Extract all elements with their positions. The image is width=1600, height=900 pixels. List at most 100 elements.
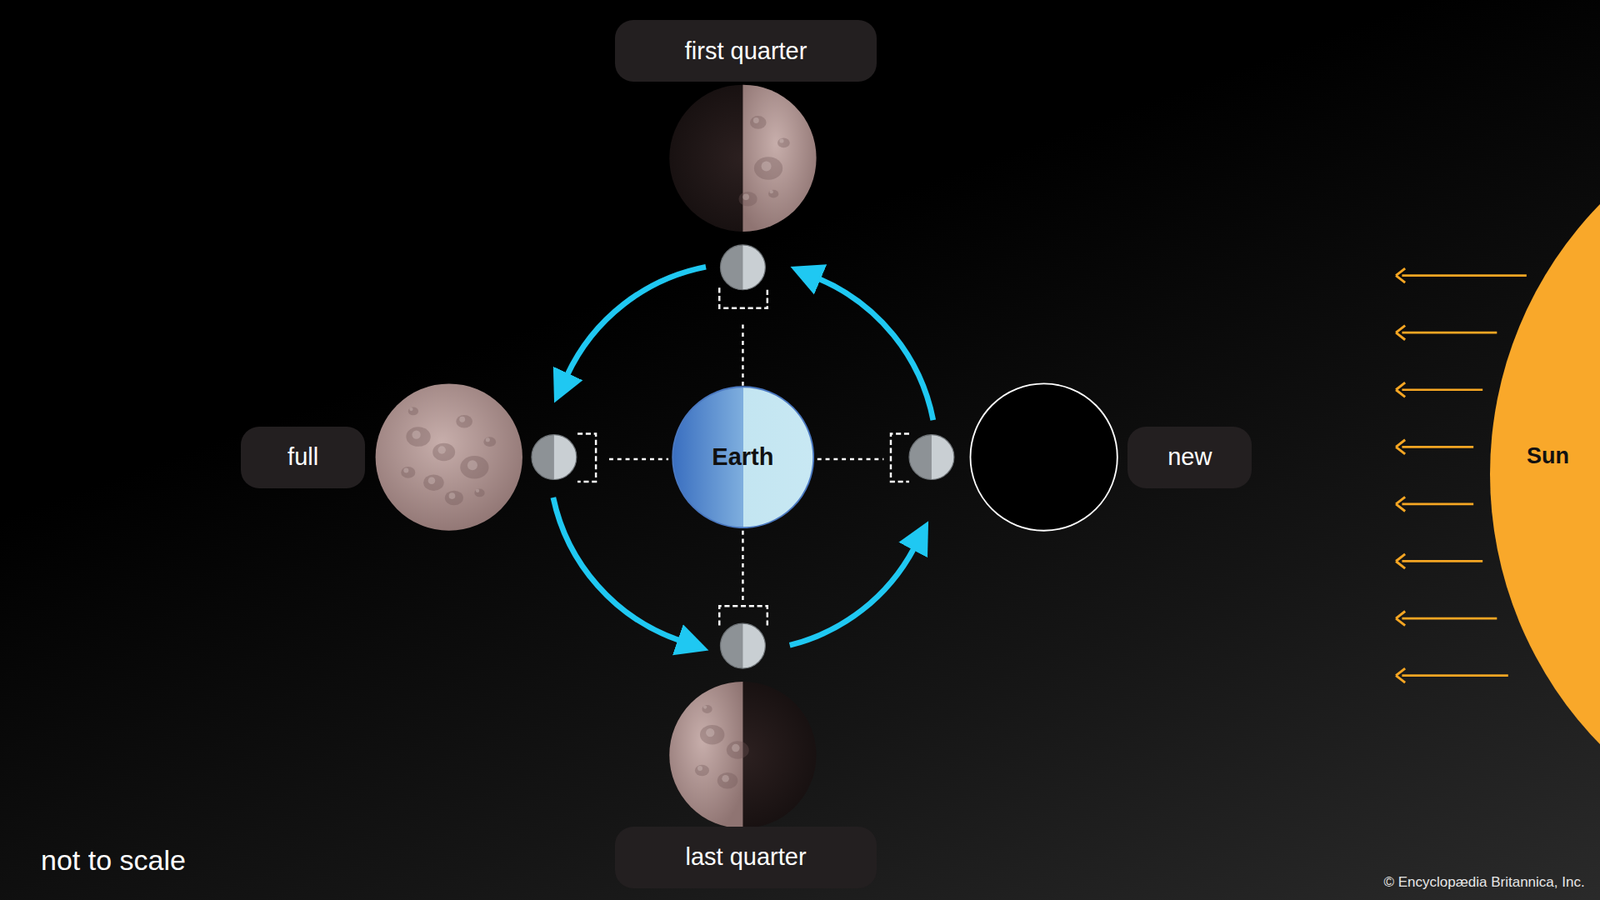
orbit-arrows bbox=[553, 266, 934, 645]
crater-highlight bbox=[467, 460, 478, 470]
first-quarter-lit bbox=[742, 85, 816, 232]
crater-highlight bbox=[705, 728, 715, 737]
sun-ray-head bbox=[1395, 610, 1405, 625]
phase-name: last quarter bbox=[685, 843, 807, 871]
crater-highlight bbox=[403, 467, 409, 473]
crater-highlight bbox=[731, 744, 740, 752]
crater-highlight bbox=[753, 117, 760, 124]
crater-highlight bbox=[411, 430, 420, 439]
crater-highlight bbox=[475, 489, 480, 493]
earth-label: Earth bbox=[711, 443, 774, 471]
small-moon-rim bbox=[531, 435, 577, 480]
new-moon bbox=[970, 383, 1117, 530]
crater-highlight bbox=[742, 193, 750, 200]
sun-ray bbox=[1401, 503, 1474, 506]
sun-body bbox=[1490, 87, 1600, 861]
small-moon-lit bbox=[742, 623, 765, 669]
phase-label: new bbox=[1127, 426, 1252, 489]
small-moon-lit bbox=[554, 435, 577, 480]
crater bbox=[423, 474, 444, 491]
phase-name: new bbox=[1167, 443, 1212, 471]
dotted-line bbox=[817, 458, 885, 460]
moon-pictures bbox=[375, 85, 1118, 830]
crater-highlight bbox=[485, 437, 490, 442]
small-moon-lit bbox=[931, 435, 955, 480]
copyright-note: © Encyclopædia Britannica, Inc. bbox=[1383, 874, 1585, 891]
sun-ray bbox=[1401, 560, 1483, 563]
crater bbox=[754, 156, 783, 180]
crater bbox=[474, 489, 485, 498]
crater bbox=[777, 138, 790, 149]
orbit-arrow bbox=[790, 548, 915, 646]
crater-highlight bbox=[459, 416, 465, 423]
crater bbox=[483, 436, 496, 447]
crater-highlight bbox=[721, 775, 730, 783]
small-moon-dark bbox=[720, 245, 765, 290]
small-moon-rim bbox=[720, 623, 765, 669]
small-moon-lit bbox=[742, 245, 765, 290]
phase-label: first quarter bbox=[615, 20, 878, 82]
small-moon-dark bbox=[909, 435, 955, 480]
orbit-arrow bbox=[818, 278, 933, 420]
crater bbox=[717, 772, 738, 790]
sun-ray bbox=[1401, 274, 1526, 277]
dashed-bracket bbox=[890, 433, 910, 482]
crater bbox=[432, 443, 455, 462]
orbit-arrow bbox=[553, 497, 680, 641]
crater bbox=[695, 765, 710, 777]
crater bbox=[701, 705, 712, 714]
sun-label: Sun bbox=[1526, 443, 1570, 470]
crater bbox=[405, 426, 430, 447]
guide-lines bbox=[577, 287, 910, 625]
crater-highlight bbox=[428, 476, 436, 485]
crater bbox=[768, 190, 779, 199]
crater bbox=[700, 725, 725, 745]
small-moon-rim bbox=[720, 245, 765, 290]
scale-note: not to scale bbox=[40, 844, 186, 877]
crater-highlight bbox=[703, 705, 707, 709]
crater-highlight bbox=[770, 190, 774, 194]
dashed-bracket bbox=[719, 287, 768, 308]
dotted-line bbox=[741, 530, 744, 605]
phase-label: last quarter bbox=[615, 826, 878, 889]
sun-ray bbox=[1401, 445, 1474, 449]
small-moon-dark bbox=[720, 623, 765, 669]
dotted-line bbox=[741, 324, 744, 385]
last-quarter-dark bbox=[669, 681, 816, 829]
crater bbox=[445, 490, 464, 506]
crater bbox=[455, 415, 473, 429]
crater-highlight bbox=[449, 492, 456, 500]
full-moon bbox=[375, 383, 523, 530]
earth-disc bbox=[672, 386, 814, 528]
crater-highlight bbox=[697, 765, 703, 771]
sun-ray-head bbox=[1395, 268, 1405, 283]
small-moon-dark bbox=[531, 435, 577, 480]
sun-ray bbox=[1401, 388, 1483, 391]
phase-label: full bbox=[240, 426, 365, 489]
crater bbox=[400, 466, 415, 479]
crater-highlight bbox=[437, 445, 445, 454]
sun-ray bbox=[1401, 331, 1497, 335]
small-moon-rim bbox=[909, 435, 955, 480]
first-quarter-dark bbox=[669, 85, 816, 232]
dashed-bracket bbox=[577, 433, 596, 482]
phase-name: first quarter bbox=[685, 37, 808, 65]
sun-ray-head bbox=[1395, 554, 1405, 569]
sun-shape bbox=[1490, 87, 1600, 861]
phase-name: full bbox=[287, 443, 319, 471]
crater-highlight bbox=[779, 138, 784, 143]
orbit-arrow bbox=[567, 266, 706, 375]
dashed-bracket bbox=[719, 605, 768, 625]
sun-ray-head bbox=[1395, 440, 1405, 455]
sun-ray bbox=[1401, 617, 1497, 620]
sun-ray-head bbox=[1395, 325, 1405, 340]
crater bbox=[408, 407, 419, 416]
earth-circle: Earth bbox=[671, 385, 815, 529]
sun-ray bbox=[1401, 674, 1508, 677]
sun-ray-head bbox=[1395, 668, 1405, 683]
crater bbox=[460, 455, 489, 479]
sun-ray-head bbox=[1395, 496, 1405, 511]
sun-ray-head bbox=[1395, 382, 1405, 397]
crater-highlight bbox=[409, 407, 413, 411]
